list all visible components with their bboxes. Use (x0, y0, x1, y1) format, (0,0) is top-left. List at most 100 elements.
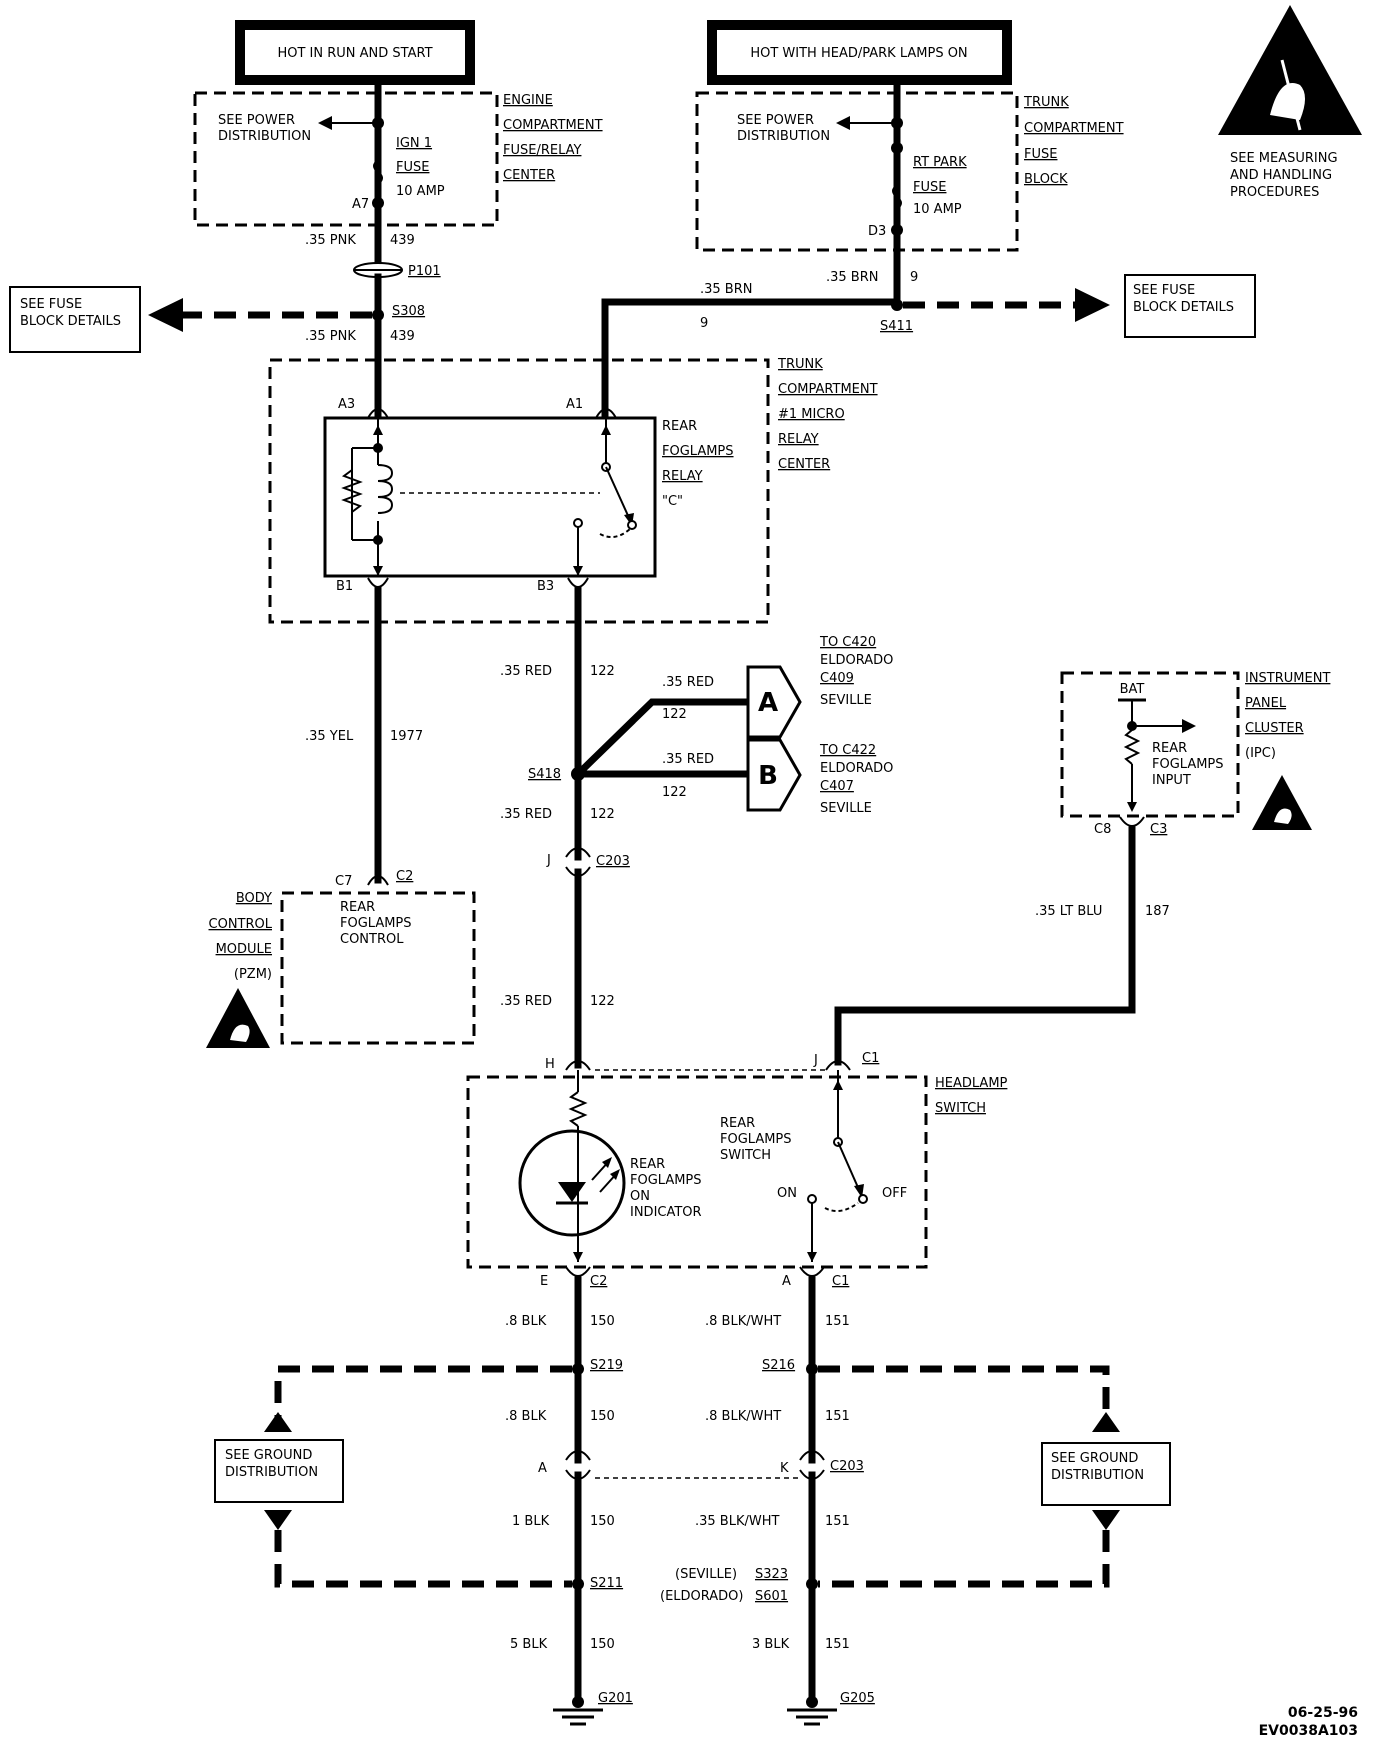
ipc-name-4: (IPC) (1245, 746, 1276, 761)
hs-conn-c2: C2 (590, 1274, 607, 1289)
wire-122-num-3: 122 (590, 994, 615, 1009)
headlamp-switch-box (466, 1075, 928, 1269)
engine-see-power-1: SEE POWER (218, 113, 295, 128)
wire-122-num-1: 122 (590, 664, 615, 679)
wire-122-num-2: 122 (590, 807, 615, 822)
trunk-block-name-1: TRUNK (1023, 95, 1069, 110)
bcm-name-1: BODY (236, 891, 272, 906)
ign1-fuse-label: IGN 1 (396, 136, 432, 151)
ground-arrow-down-left (264, 1510, 292, 1530)
bcm-inner-3: CONTROL (340, 932, 404, 947)
s216-splice (806, 1363, 818, 1375)
engine-center-name-1: ENGINE (503, 93, 553, 108)
ipc-name-3: CLUSTER (1245, 721, 1304, 736)
c203-label-bottom: C203 (830, 1459, 864, 1474)
relay-center-name-5: CENTER (778, 457, 830, 472)
ign1-fuse-amps: 10 AMP (396, 184, 445, 199)
wire-122-gauge-2: .35 RED (500, 807, 552, 822)
hs-connector-h (565, 1060, 591, 1071)
s323-splice (806, 1578, 818, 1590)
conn-b-text-2: ELDORADO (820, 761, 893, 776)
s323-dashed-lead (818, 1530, 1110, 1588)
rtpark-fuse-amps: 10 AMP (913, 202, 962, 217)
see-fuse-details-left (9, 286, 141, 353)
header-run-start: HOT IN RUN AND START (235, 20, 475, 85)
c203-pin-j: J (546, 853, 551, 868)
wire-122-gauge-3: .35 RED (500, 994, 552, 1009)
indicator-label-3: ON (630, 1189, 650, 1204)
hs-pin-j: J (813, 1053, 818, 1068)
hs-name-1: HEADLAMP (935, 1076, 1008, 1091)
connector-a-letter: A (758, 688, 778, 718)
wire-151-num-2: 151 (825, 1409, 850, 1424)
hs-conn-c1: C1 (832, 1274, 849, 1289)
rtpark-fuse-label: RT PARK (913, 155, 967, 170)
switch-label-2: FOGLAMPS (720, 1132, 792, 1147)
bcm-box (280, 891, 476, 1045)
ipc-bat-label: BAT (1120, 682, 1145, 697)
wire-9 (601, 298, 901, 419)
pin-b3: B3 (537, 579, 554, 594)
wire-150-gauge-4: 5 BLK (510, 1637, 548, 1652)
wire-151-gauge-1: .8 BLK/WHT (705, 1314, 781, 1329)
esd-warning-icon (1218, 5, 1362, 135)
conn-c2-bcm: C2 (396, 869, 413, 884)
trunk-block-name-2: COMPARTMENT (1024, 121, 1124, 136)
rear-foglamps-indicator (518, 1070, 626, 1262)
esd-label-2: AND HANDLING (1230, 168, 1332, 183)
relay-center-name-4: RELAY (778, 432, 819, 447)
hs-pin-a: A (782, 1274, 791, 1289)
see-fuse-details-right (1124, 274, 1256, 338)
bcm-connector (367, 875, 389, 886)
wire-439-num-top: 439 (390, 233, 415, 248)
bcm-inner-1: REAR (340, 900, 375, 915)
ipc-input-2: FOGLAMPS (1152, 757, 1224, 772)
relay-center-name-2: COMPARTMENT (778, 382, 878, 397)
s216-dashed-lead (818, 1365, 1110, 1420)
conn-b-text-4: SEVILLE (820, 801, 872, 816)
header-head-park-text: HOT WITH HEAD/PARK LAMPS ON (750, 46, 967, 61)
trunk-block-name-3: FUSE (1024, 147, 1057, 162)
s323-prefix: (SEVILLE) (675, 1567, 737, 1582)
switch-label-1: REAR (720, 1116, 755, 1131)
trunk-see-power-1: SEE POWER (737, 113, 814, 128)
wire-122-to-a (573, 698, 754, 779)
bcm-inner-2: FOGLAMPS (340, 916, 412, 931)
conn-a-text-4: SEVILLE (820, 693, 872, 708)
s601-label: S601 (755, 1589, 788, 1604)
pin-a3: A3 (338, 397, 355, 412)
engine-see-power-2: DISTRIBUTION (218, 129, 311, 144)
g205-label: G205 (840, 1691, 875, 1706)
wire-122a-gauge: .35 RED (662, 675, 714, 690)
relay-label-1: REAR (662, 419, 697, 434)
wire-122b-num: 122 (662, 785, 687, 800)
connector-b-flag: B (746, 738, 802, 812)
footer-date: 06-25-96 (1288, 1705, 1358, 1721)
wire-9-gauge-top: .35 BRN (826, 270, 878, 285)
s211-label: S211 (590, 1576, 623, 1591)
wire-150-gauge-1: .8 BLK (505, 1314, 547, 1329)
s211-dashed-lead (274, 1530, 572, 1588)
s308-label: S308 (392, 304, 425, 319)
conn-c3-ipc: C3 (1150, 822, 1167, 837)
engine-fuse-center (193, 81, 499, 269)
wire-151-num-3: 151 (825, 1514, 850, 1529)
wire-439-gauge-top: .35 PNK (305, 233, 356, 248)
s219-label: S219 (590, 1358, 623, 1373)
ipc-box (1060, 671, 1240, 818)
indicator-label-2: FOGLAMPS (630, 1173, 702, 1188)
conn-a-text-1: TO C420 (819, 635, 876, 650)
wire-1977-gauge: .35 YEL (305, 729, 354, 744)
ground-arrow-up-left (264, 1412, 292, 1432)
hs-pin-h: H (545, 1057, 555, 1072)
hs-name-2: SWITCH (935, 1101, 986, 1116)
ipc-esd-icon (1252, 775, 1312, 830)
s216-label: S216 (762, 1358, 795, 1373)
wire-150-gauge-3: 1 BLK (512, 1514, 550, 1529)
trunk-see-power-2: DISTRIBUTION (737, 129, 830, 144)
ipc-input-3: INPUT (1152, 773, 1191, 788)
pin-a1: A1 (566, 397, 583, 412)
trunk-fuse-block (695, 81, 1019, 309)
see-ground-right-2: DISTRIBUTION (1051, 1468, 1144, 1483)
ipc-connector (1119, 816, 1145, 827)
